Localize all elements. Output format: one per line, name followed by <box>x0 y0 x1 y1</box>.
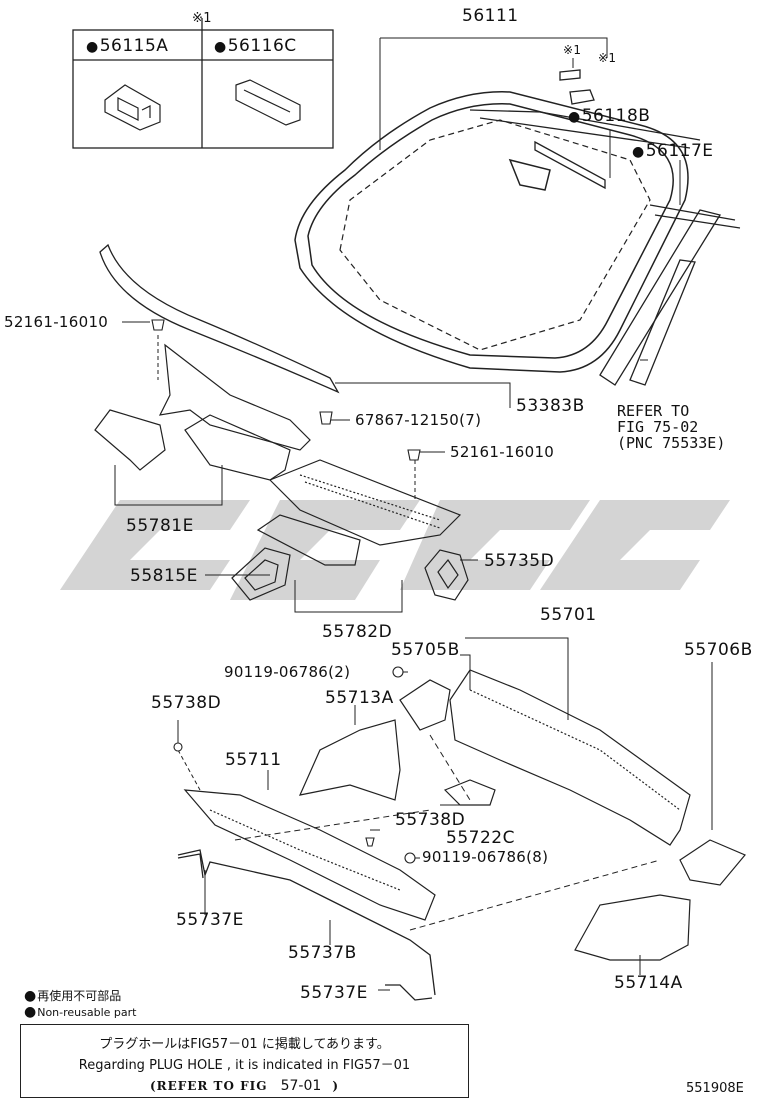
callout-box <box>72 18 334 149</box>
part-label-55705B: 55705B <box>391 640 460 660</box>
part-label-55737E-b: 55737E <box>300 983 368 1003</box>
panel-55713A <box>298 719 401 801</box>
windshield-moulding-strips <box>469 69 741 386</box>
part-label-55706B: 55706B <box>684 640 753 660</box>
cowl-panel-55701 <box>399 669 746 886</box>
part-label-90119-06786-b: 90119-06786(8) <box>422 848 549 866</box>
cowl-louver-55781E <box>94 343 311 481</box>
part-label-55738D-a: 55738D <box>151 693 222 713</box>
part-label-56118B: 56118B <box>568 108 650 125</box>
panel-55714A <box>574 894 691 961</box>
seal-55735D <box>424 549 469 601</box>
cowl-top-55782D <box>256 459 462 566</box>
part-label-53383B: 53383B <box>516 396 585 416</box>
part-label-55701: 55701 <box>540 605 597 625</box>
mark-label-a: ※1 <box>563 43 582 57</box>
part-label-55737E-a: 55737E <box>176 910 244 930</box>
clips <box>151 319 421 864</box>
mark-label-b: ※1 <box>598 51 617 65</box>
info-box-english: Regarding PLUG HOLE , it is indicated in… <box>78 1058 411 1073</box>
refer-note-line2: FIG 75-02 <box>617 418 699 436</box>
bracket-55722C <box>443 779 496 806</box>
part-label-55735D: 55735D <box>484 551 555 571</box>
panel-55711 <box>183 789 436 921</box>
part-label-56115A: 56115A <box>86 38 168 55</box>
part-label-55714A: 55714A <box>614 973 683 993</box>
part-label-56117E: 56117E <box>632 143 714 160</box>
plug-hole-info-box: プラグホールはFIG57－01 に掲載してあります。 Regarding PLU… <box>20 1024 469 1098</box>
part-label-55815E: 55815E <box>130 566 198 586</box>
part-label-55738D-b: 55738D <box>395 810 466 830</box>
clip-56116C-drawing <box>235 79 301 126</box>
windshield-glass <box>294 91 689 373</box>
part-label-55722C: 55722C <box>446 828 515 848</box>
part-label-67867-12150: 67867-12150(7) <box>355 411 482 429</box>
clip-56115A-drawing <box>104 84 161 131</box>
part-label-52161-16010-b: 52161-16010 <box>450 443 555 461</box>
legend-japanese: 再使用不可部品 <box>24 987 121 1004</box>
seal-55815E <box>231 547 291 601</box>
part-label-56111: 56111 <box>462 6 519 26</box>
watermark-logo <box>60 500 730 600</box>
seal-hoses-55737 <box>177 849 436 1001</box>
callout-group-mark: ※1 <box>192 11 212 26</box>
refer-note-line3: (PNC 75533E) <box>617 434 726 452</box>
info-box-reference: (REFER TO FIG 57-01 ) <box>21 1075 468 1094</box>
info-box-ref-prefix: (REFER TO FIG <box>149 1079 268 1093</box>
leader-lines <box>114 37 713 991</box>
part-label-55711: 55711 <box>225 750 282 770</box>
part-label-55737B: 55737B <box>288 943 357 963</box>
figure-code: 551908E <box>686 1081 744 1096</box>
info-box-ref-fig: 57-01 <box>280 1078 322 1094</box>
info-box-ref-suffix: ) <box>332 1079 340 1093</box>
part-label-55781E: 55781E <box>126 516 194 536</box>
part-label-56116C: 56116C <box>214 38 297 55</box>
cowl-moulding-53383B <box>99 243 340 394</box>
part-label-90119-06786-a: 90119-06786(2) <box>224 663 351 681</box>
part-label-55782D: 55782D <box>322 622 393 642</box>
legend-english: Non-reusable part <box>24 1004 136 1020</box>
info-box-japanese: プラグホールはFIG57－01 に掲載してあります。 <box>99 1037 390 1052</box>
part-label-55713A: 55713A <box>325 688 394 708</box>
refer-note-line1: REFER TO <box>617 402 690 420</box>
part-label-52161-16010-a: 52161-16010 <box>4 313 109 331</box>
